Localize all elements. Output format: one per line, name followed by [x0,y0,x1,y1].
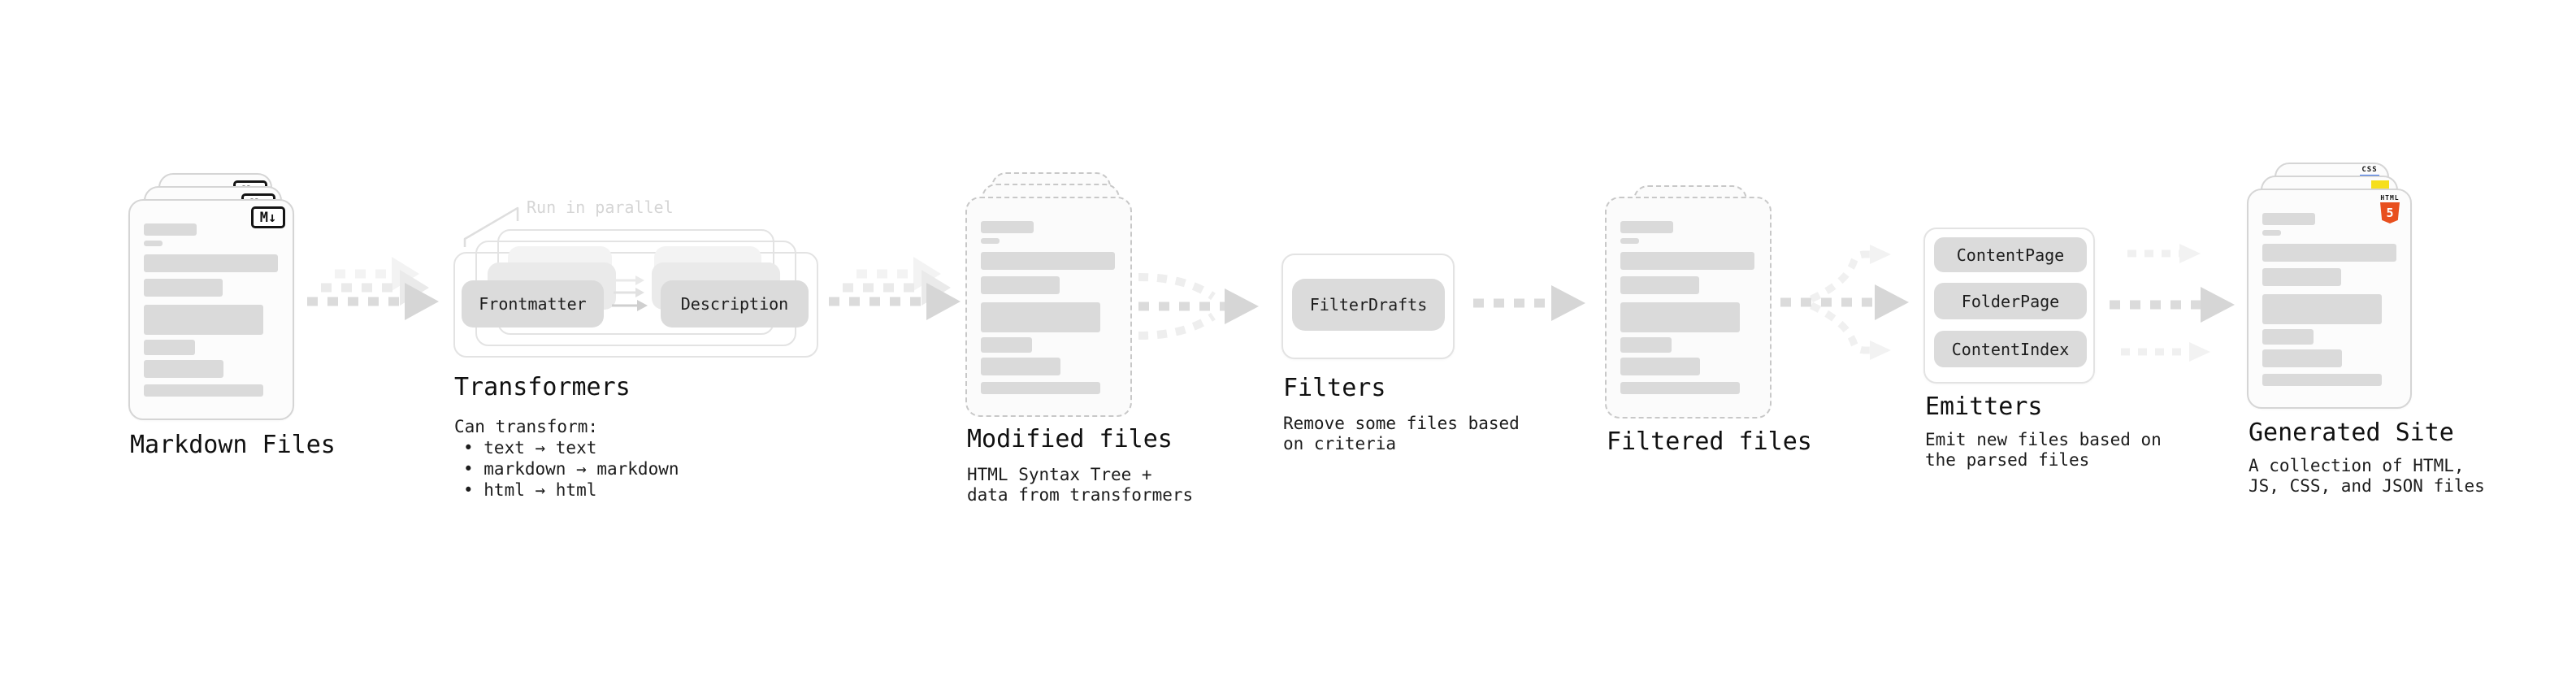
transformers-bullet: • html → html [463,480,597,500]
skeleton-line [981,382,1100,394]
skeleton-line [1620,337,1672,353]
skeleton-line [1620,382,1740,394]
markdown-icon: M↓ [251,206,285,228]
skeleton-line [1620,221,1673,233]
skeleton-line [2262,213,2315,225]
skeleton-line [981,337,1032,353]
modified-desc-line: HTML Syntax Tree + [967,465,1152,484]
emitters-label: Emitters [1925,393,2043,421]
filters-desc-line: on criteria [1283,434,1397,453]
folderpage-pill: FolderPage [1934,283,2087,319]
skeleton-line [2262,244,2396,262]
skeleton-line [144,384,263,397]
css-label: CSS [2361,166,2378,174]
generated-site-description: A collection of HTML, JS, CSS, and JSON … [2249,456,2485,497]
skeleton-line [981,252,1115,270]
markdown-file-card-front: M↓ [128,199,294,420]
frontmatter-pill: Frontmatter [462,280,604,327]
skeleton-line [981,358,1060,375]
skeleton-line [2262,329,2314,345]
skeleton-line [981,302,1100,332]
parallel-arrows-icon [612,275,648,311]
modified-desc-line: data from transformers [967,485,1194,505]
skeleton-line [2262,294,2382,324]
js-icon [2371,180,2389,190]
skeleton-line [1620,252,1754,270]
transformers-bullet: • text → text [463,438,597,458]
transformers-desc-title: Can transform: [454,417,599,436]
emitters-desc-line: the parsed files [1925,450,2090,470]
flow-arrow-markdown-to-transformers-icon [307,257,439,320]
skeleton-line [1620,358,1700,375]
description-pill: Description [661,280,809,327]
skeleton-line [2262,230,2281,236]
html5-shield: 5 [2380,202,2400,223]
skeleton-line [1620,302,1740,332]
transformers-label: Transformers [454,373,631,401]
html5-icon: HTML 5 [2379,194,2400,223]
skeleton-line [981,221,1034,233]
run-in-parallel-note: Run in parallel [527,197,674,217]
skeleton-line [144,254,278,272]
generated-site-label: Generated Site [2249,419,2454,447]
filtered-file-card-front [1605,197,1772,419]
generated-desc-line: JS, CSS, and JSON files [2249,476,2485,496]
skeleton-line [1620,276,1699,294]
note-leader-line [463,206,519,247]
skeleton-line [144,340,195,355]
skeleton-line [981,238,1000,244]
modified-file-card-front [965,197,1132,417]
generated-file-card-front: HTML 5 [2247,189,2412,409]
filters-description: Remove some files based on criteria [1283,414,1520,454]
modified-files-label: Modified files [967,425,1173,453]
transformers-bullet: • markdown → markdown [463,459,679,479]
flow-arrow-transformers-to-modified-icon [829,257,961,320]
skeleton-line [144,360,223,378]
modified-files-description: HTML Syntax Tree + data from transformer… [967,465,1193,505]
flow-arrow-filtered-to-emitters-icon [1780,245,1909,360]
filterdrafts-pill: FilterDrafts [1292,279,1445,331]
skeleton-line [144,279,223,297]
html5-number: 5 [2386,205,2394,220]
emitters-desc-line: Emit new files based on [1925,430,2162,449]
skeleton-line [2262,349,2342,367]
skeleton-line [981,276,1060,294]
markdown-files-label: Markdown Files [130,431,336,459]
filtered-files-label: Filtered files [1607,427,1812,456]
flow-arrow-emitters-to-generated-icon [2110,244,2235,362]
transformer-box-front [453,252,818,358]
html5-word: HTML [2380,194,2400,202]
emitters-description: Emit new files based on the parsed files [1925,430,2162,471]
skeleton-line [2262,374,2382,386]
skeleton-line [2262,268,2341,286]
transformers-description: Can transform: • text → text • markdown … [454,416,679,501]
flow-arrow-filters-to-filtered-icon [1473,285,1585,321]
flow-arrow-modified-to-filters-icon [1138,273,1259,340]
skeleton-line [144,223,197,236]
skeleton-line [1620,238,1639,244]
filters-desc-line: Remove some files based [1283,414,1520,433]
skeleton-line [144,241,163,246]
filters-label: Filters [1283,374,1386,402]
skeleton-line [144,305,263,335]
contentpage-pill: ContentPage [1934,237,2087,272]
generated-desc-line: A collection of HTML, [2249,456,2465,475]
contentindex-pill: ContentIndex [1934,331,2087,367]
